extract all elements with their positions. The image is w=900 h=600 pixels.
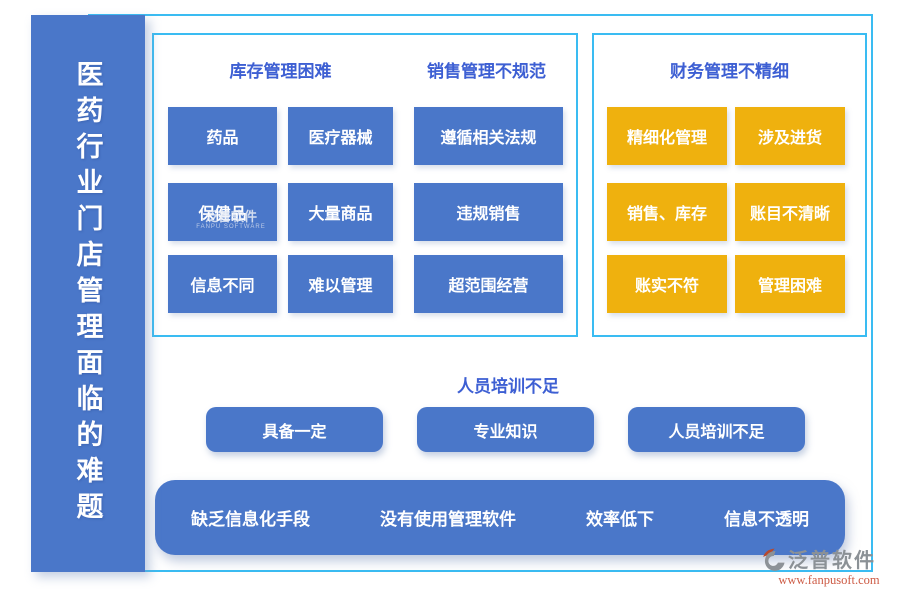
finance-group-box: 财务管理不精细 精细化管理 涉及进货 销售、库存 账目不清晰 账实不符 管理困难 [592,33,867,337]
chip-follow-regulations: 遵循相关法规 [414,107,563,165]
button-insufficient-training: 人员培训不足 [628,407,805,452]
training-button-row: 具备一定 专业知识 人员培训不足 [206,407,805,452]
bottom-item-low-efficiency: 效率低下 [586,510,654,529]
training-header: 人员培训不足 [457,377,559,396]
right-box-row-3: 账实不符 管理困难 [607,255,845,313]
fanpu-logo-url: www.fanpusoft.com [778,573,880,587]
bottom-summary-bar: 缺乏信息化手段 没有使用管理软件 效率低下 信息不透明 [155,480,845,555]
left-box-row-1: 药品 医疗器械 遵循相关法规 [168,107,563,165]
chip-beyond-scope: 超范围经营 [414,255,563,313]
chip-difficult-management: 管理困难 [735,255,845,313]
bottom-item-opaque-information: 信息不透明 [724,510,809,529]
inventory-header: 库存管理困难 [229,62,332,81]
chip-account-mismatch: 账实不符 [607,255,727,313]
fanpu-logo-top: 泛普软件 [760,547,898,575]
page-title: 医药行业门店管理面临的难题 [72,59,103,528]
chip-illegal-sales: 违规销售 [414,183,563,241]
chip-hard-to-manage: 难以管理 [288,255,393,313]
left-box-row-2: 保健品 大量商品 违规销售 [168,183,563,241]
inventory-sales-group-box: 库存管理困难 销售管理不规范 药品 医疗器械 遵循相关法规 保健品 大量商品 违… [152,33,578,337]
chip-many-goods: 大量商品 [288,183,393,241]
chip-sales-inventory: 销售、库存 [607,183,727,241]
chip-info-differs: 信息不同 [168,255,277,313]
chip-refined-management: 精细化管理 [607,107,727,165]
fanpu-logo: 泛普软件 www.fanpusoft.com [760,547,898,588]
fanpu-logo-icon [763,548,785,571]
fanpu-logo-name: 泛普软件 [788,550,876,572]
bottom-item-lack-informatization: 缺乏信息化手段 [191,510,310,529]
chip-medical-devices: 医疗器械 [288,107,393,165]
left-box-row-3: 信息不同 难以管理 超范围经营 [168,255,563,313]
bottom-item-no-management-software: 没有使用管理软件 [380,510,516,529]
right-box-row-1: 精细化管理 涉及进货 [607,107,845,165]
chip-involves-purchasing: 涉及进货 [735,107,845,165]
outer-frame-border [88,14,873,572]
finance-header: 财务管理不精细 [670,62,789,81]
button-possess-certain: 具备一定 [206,407,383,452]
sales-header: 销售管理不规范 [427,62,546,81]
chip-health-products: 保健品 [168,183,277,241]
vertical-title-bar: 医药行业门店管理面临的难题 [31,15,145,572]
chip-drugs: 药品 [168,107,277,165]
chip-unclear-accounts: 账目不清晰 [735,183,845,241]
button-professional-knowledge: 专业知识 [417,407,594,452]
right-box-row-2: 销售、库存 账目不清晰 [607,183,845,241]
